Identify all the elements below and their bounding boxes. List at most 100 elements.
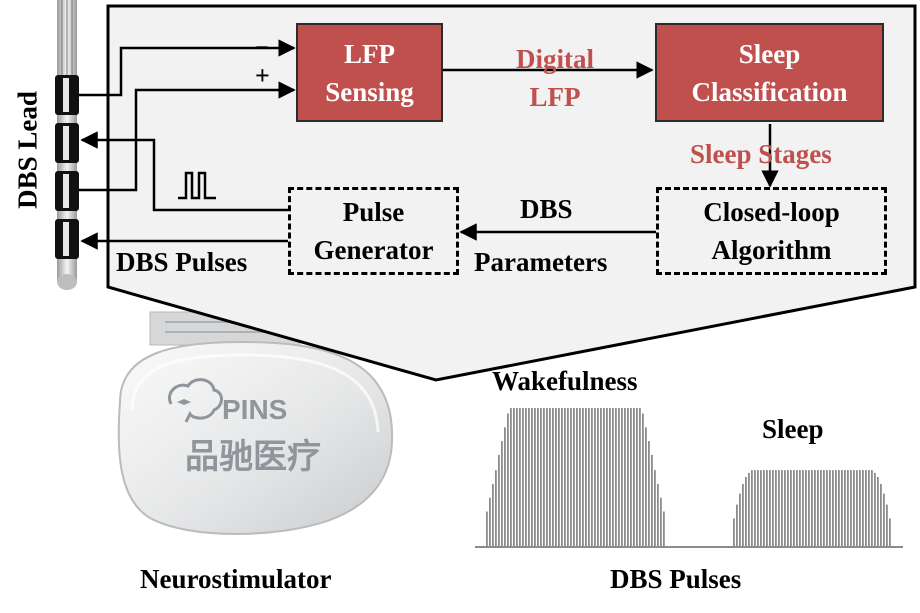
sleep-pulse-bar [769,470,771,546]
sleep-pulse-bar [733,518,735,546]
wake-pulse-bar [534,408,536,546]
wake-pulse-bar [636,408,638,546]
wake-pulse-bar [585,408,587,546]
sleep-pulse-bar [862,470,864,546]
wake-pulse-bar [531,408,533,546]
wake-pulse-bar [654,470,656,546]
wake-pulse-bar [645,427,647,546]
sleep-classification-block: Sleep Classification [655,23,884,122]
digital-lfp-label: Digital LFP [516,44,594,112]
lfp-sensing-block: LFP Sensing [296,23,443,122]
sleep-pulse-bar [796,470,798,546]
brain-logo-icon [168,378,223,423]
wake-pulse-bar [564,408,566,546]
sleep-pulse-bar [742,483,744,546]
wake-pulse-bar [624,408,626,546]
sleep-pulse-bar [838,470,840,546]
wake-pulse-bar [489,497,491,546]
sleep-pulse-bar [877,477,879,546]
sleep-pulse-bar [856,470,858,546]
wake-pulse-bar [504,427,506,546]
sleep-classification-label: Sleep Classification [691,38,848,107]
sleep-pulse-bar [790,470,792,546]
dbs-lead-label: DBS Lead [12,91,43,209]
wake-pulse-bar [525,408,527,546]
wake-pulse-bar [591,408,593,546]
wake-pulse-bar [501,441,503,546]
sleep-pulse-bar [844,470,846,546]
wake-pulse-bar [612,408,614,546]
wake-pulse-bar [510,408,512,546]
sleep-pulse-bar [775,470,777,546]
sleep-pulse-bar [802,470,804,546]
sleep-pulse-bar [751,470,753,546]
dbs-pulses-arrow-label: DBS Pulses [116,247,248,277]
wake-pulse-bar [642,413,644,546]
wake-pulse-bar [513,408,515,546]
wake-pulse-bar [630,408,632,546]
wake-pulse-bar [594,408,596,546]
wake-pulse-bar [588,408,590,546]
plus-sign: + [255,61,270,90]
wake-pulse-bar [519,408,521,546]
wake-pulse-bar [495,470,497,546]
sleep-pulse-bar [793,470,795,546]
sleep-pulse-bar [874,472,876,546]
wake-pulse-bar [615,408,617,546]
sleep-pulse-bar [757,470,759,546]
wake-pulse-bar [537,408,539,546]
sleep-pulse-bar [745,477,747,546]
sleep-pulse-bar [739,493,741,546]
sleep-pulse-bar [784,470,786,546]
wake-pulse-bar [582,408,584,546]
wake-pulse-bar [657,483,659,546]
wake-pulse-bar [600,408,602,546]
sleep-pulse-bar [883,493,885,546]
sleep-pulse-bar [880,483,882,546]
wake-pulse-bar [627,408,629,546]
wakefulness-label: Wakefulness [492,366,638,396]
sleep-pulse-bar [772,470,774,546]
dbs-parameters-label-bottom: Parameters [474,247,608,277]
wake-pulse-bar [546,408,548,546]
sleep-pulse-bar [832,470,834,546]
wake-pulse-bar [597,408,599,546]
wake-pulse-bar [498,454,500,546]
wake-pulse-bar [639,408,641,546]
wake-pulse-bar [651,454,653,546]
neurostimulator-caption: Neurostimulator [140,564,332,594]
signal-arrows [79,39,779,250]
wake-pulse-bar [573,408,575,546]
wake-pulse-bar [570,408,572,546]
sleep-pulse-bar [736,504,738,546]
sleep-pulse-bar [754,470,756,546]
wake-pulse-bar [540,408,542,546]
wake-pulse-bar [606,408,608,546]
sleep-pulse-bar [823,470,825,546]
sleep-pulse-bar [826,470,828,546]
wake-pulse-bar [558,408,560,546]
sleep-pulse-bar [841,470,843,546]
sleep-pulse-bar [868,470,870,546]
wake-pulse-bar [603,408,605,546]
sleep-pulse-bar [787,470,789,546]
wake-pulse-bar [552,408,554,546]
wake-pulse-bar [660,497,662,546]
sleep-label: Sleep [762,414,824,444]
dbs-parameters-label-top: DBS [520,194,573,224]
wake-pulse-bar [507,413,509,546]
wake-pulse-bar [486,511,488,546]
lfp-sensing-label: LFP Sensing [325,38,414,107]
wake-pulse-bar [543,408,545,546]
sleep-pulse-bar [886,504,888,546]
sleep-pulse-bar [853,470,855,546]
wake-pulse-bar [528,408,530,546]
closed-loop-algorithm-label: Closed-loop Algorithm [703,197,840,265]
pulse-generator-label: Pulse Generator [313,197,434,265]
sleep-pulse-bar [799,470,801,546]
sleep-pulse-bar [829,470,831,546]
sleep-pulse-bar [781,470,783,546]
minus-sign: − [255,35,269,61]
sleep-pulse-bar [808,470,810,546]
